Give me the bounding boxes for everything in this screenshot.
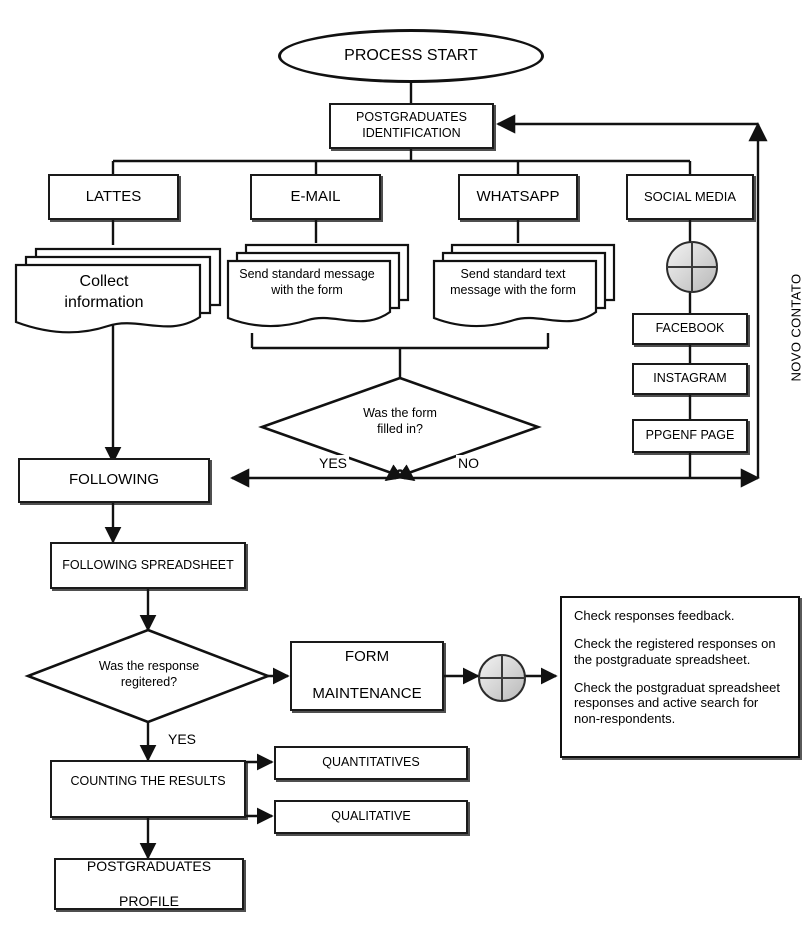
- note-line-2: Check the registered responses on the po…: [574, 635, 776, 667]
- edge-label-yes-form: YES: [317, 455, 350, 471]
- lattes-label: LATTES: [85, 187, 142, 205]
- quantitatives-box[interactable]: QUANTITATIVES: [274, 746, 468, 780]
- connector-circle-form-maintenance: [478, 654, 526, 702]
- postgraduates-profile-box[interactable]: POSTGRADUATES PROFILE: [54, 858, 244, 910]
- facebook-label: FACEBOOK: [655, 321, 725, 336]
- channel-box-lattes[interactable]: LATTES: [48, 174, 179, 220]
- channel-box-email[interactable]: E-MAIL: [250, 174, 381, 220]
- collect-information-label: Collect information: [14, 272, 194, 314]
- ppgenf-page-label: PPGENF PAGE: [645, 428, 735, 443]
- form-maintenance-line1: FORM: [344, 647, 390, 665]
- decision-form-filled-label: Was the form filled in?: [340, 405, 460, 438]
- send-standard-text-label: Send standard text message with the form: [434, 266, 592, 299]
- decision-response-line2: regitered?: [120, 675, 178, 690]
- send-standard-text-line2: message with the form: [450, 283, 576, 298]
- note-line-3: Check the postgraduat spreadsheet respon…: [574, 679, 780, 727]
- channel-box-social-media[interactable]: SOCIAL MEDIA: [626, 174, 754, 220]
- form-maintenance-label: FORM MAINTENANCE: [312, 629, 421, 723]
- process-start-terminator[interactable]: PROCESS START: [278, 29, 544, 83]
- qualitative-label: QUALITATIVE: [331, 809, 411, 824]
- note-line-1: Check responses feedback.: [574, 608, 735, 623]
- qualitative-box[interactable]: QUALITATIVE: [274, 800, 468, 834]
- postgraduates-profile-line1: POSTGRADUATES: [86, 857, 212, 874]
- email-label: E-MAIL: [290, 187, 341, 205]
- send-standard-message-line1: Send standard message: [239, 267, 375, 281]
- note-box-checks: Check responses feedback. Check the regi…: [560, 596, 800, 758]
- following-label: FOLLOWING: [68, 471, 159, 489]
- decision-form-line1: Was the form: [363, 406, 437, 420]
- edge-label-yes-response: YES: [166, 731, 199, 747]
- counting-the-results-box[interactable]: COUNTING THE RESULTS: [50, 760, 246, 818]
- decision-response-line1: Was the response: [98, 659, 200, 673]
- edge-label-no-form: NO: [456, 455, 481, 471]
- process-start-label: PROCESS START: [344, 47, 478, 64]
- instagram-label: INSTAGRAM: [653, 371, 727, 386]
- edge-label-novo-contato: NOVO CONTATO: [788, 273, 804, 382]
- form-maintenance-line2: MAINTENANCE: [312, 685, 422, 703]
- postgraduates-identification-label: POSTGRADUATES IDENTIFICATION: [356, 110, 467, 140]
- document-stack-collect-information[interactable]: [8, 240, 224, 340]
- following-spreadsheet-label: FOLLOWING SPREADSHEET: [62, 557, 234, 572]
- social-box-instagram[interactable]: INSTAGRAM: [632, 363, 748, 395]
- decision-form-line2: filled in?: [377, 422, 423, 437]
- channel-box-whatsapp[interactable]: WHATSAPP: [458, 174, 578, 220]
- form-maintenance-box[interactable]: FORM MAINTENANCE: [290, 641, 444, 711]
- document-stack-send-standard-text[interactable]: [428, 240, 618, 336]
- send-standard-message-line2: with the form: [271, 283, 343, 298]
- collect-information-line1: Collect: [79, 273, 129, 290]
- whatsapp-label: WHATSAPP: [476, 187, 560, 205]
- connector-circle-social-media: [666, 241, 718, 293]
- following-box[interactable]: FOLLOWING: [18, 458, 210, 503]
- social-box-facebook[interactable]: FACEBOOK: [632, 313, 748, 345]
- send-standard-text-line1: Send standard text: [460, 267, 566, 281]
- following-spreadsheet-box[interactable]: FOLLOWING SPREADSHEET: [50, 542, 246, 589]
- postgraduates-profile-label: POSTGRADUATES PROFILE: [87, 840, 211, 928]
- collect-information-line2: information: [64, 293, 144, 311]
- postgraduates-identification-box[interactable]: POSTGRADUATES IDENTIFICATION: [329, 103, 494, 149]
- counting-the-results-label: COUNTING THE RESULTS: [70, 774, 226, 788]
- decision-response-registered-label: Was the response regitered?: [88, 658, 210, 691]
- social-box-ppgenf-page[interactable]: PPGENF PAGE: [632, 419, 748, 453]
- postgraduates-profile-line2: PROFILE: [119, 892, 179, 909]
- document-stack-send-standard-message[interactable]: [222, 240, 412, 336]
- send-standard-message-label: Send standard message with the form: [228, 266, 386, 299]
- social-media-label: SOCIAL MEDIA: [644, 188, 736, 204]
- quantitatives-label: QUANTITATIVES: [322, 755, 420, 770]
